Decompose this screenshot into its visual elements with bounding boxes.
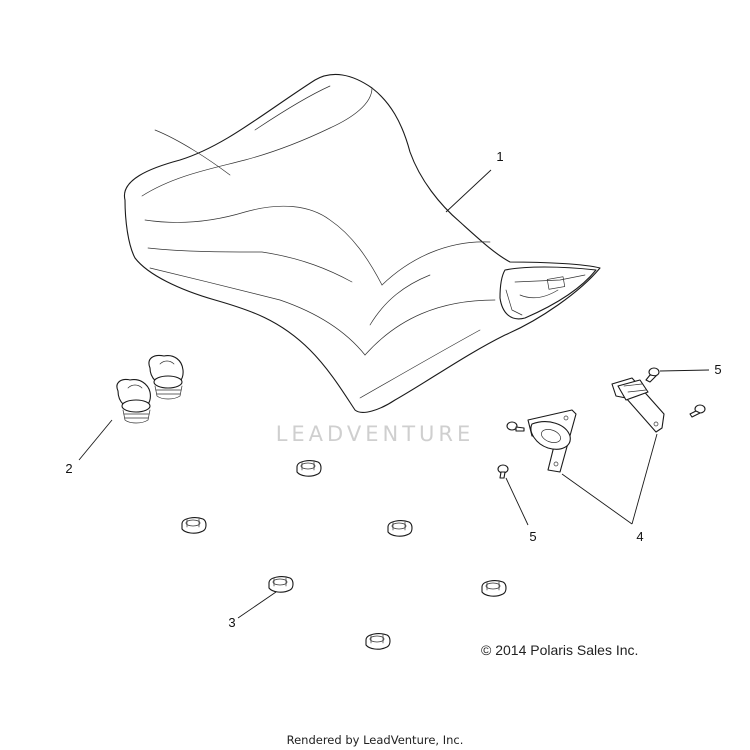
grommet-6[interactable]: [365, 633, 391, 650]
footer-credit: Rendered by LeadVenture, Inc.: [286, 733, 464, 747]
watermark-text: LEADVENTURE: [276, 422, 475, 446]
latch-bracket-left[interactable]: [527, 409, 577, 473]
leader-2: [78, 419, 113, 461]
leader-lines: [78, 169, 710, 619]
screw-lower[interactable]: [497, 464, 509, 479]
leader-3: [237, 591, 277, 619]
seat-retainer-right[interactable]: [148, 354, 184, 400]
grommet-5[interactable]: [481, 580, 507, 597]
callout-2: 2: [65, 461, 72, 476]
copyright-notice: © 2014 Polaris Sales Inc.: [481, 642, 639, 658]
grommet-1[interactable]: [296, 460, 322, 477]
grommet-4[interactable]: [268, 576, 294, 593]
seat-retainer-left[interactable]: [116, 378, 151, 424]
screw-mid-right[interactable]: [689, 404, 706, 418]
grommet-2[interactable]: [181, 517, 207, 534]
callout-1: 1: [496, 149, 503, 164]
leader-4a: [561, 473, 633, 525]
callout-5-upper: 5: [714, 362, 721, 377]
seat-assembly[interactable]: [123, 73, 601, 413]
callout-5-lower: 5: [529, 529, 536, 544]
leader-1: [445, 169, 492, 213]
screw-upper-right[interactable]: [645, 367, 660, 383]
leader-5b: [505, 477, 529, 526]
leader-5a: [659, 369, 710, 372]
screw-bracket-left[interactable]: [506, 421, 525, 432]
callout-4: 4: [636, 529, 643, 544]
callout-3: 3: [228, 615, 235, 630]
grommet-3[interactable]: [387, 520, 413, 537]
latch-bracket-right[interactable]: [611, 377, 665, 433]
leader-4b: [631, 433, 658, 525]
